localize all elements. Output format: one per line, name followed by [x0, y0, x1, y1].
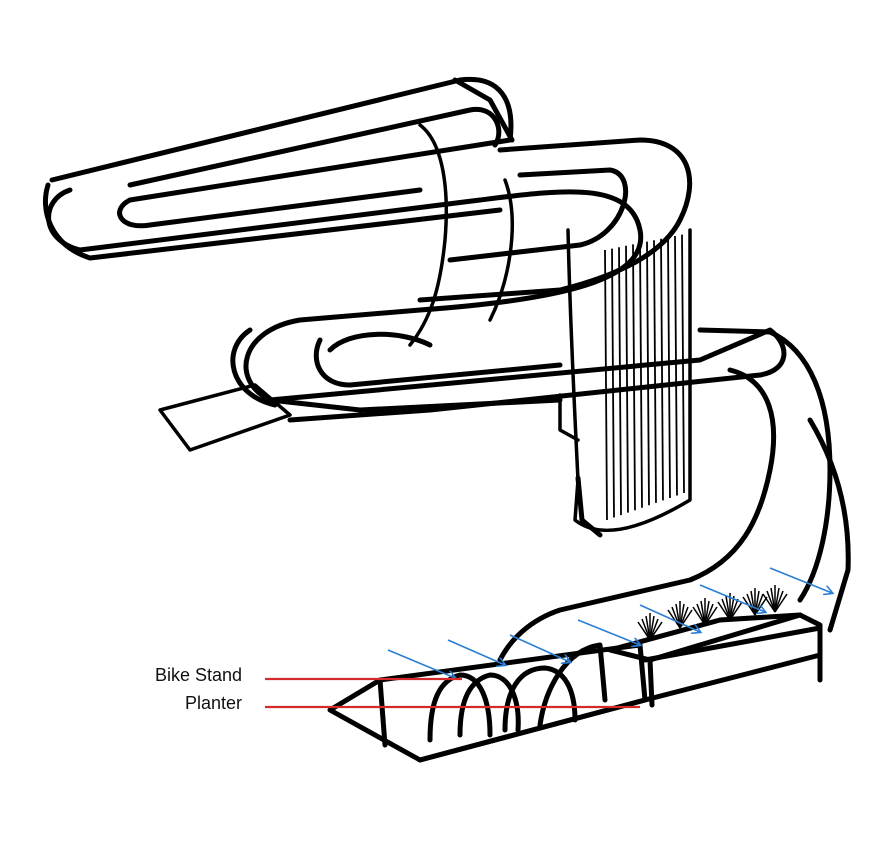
hatch-line [654, 240, 656, 503]
hatch-line [668, 237, 670, 498]
airflow-arrow [448, 640, 505, 665]
upper-serpentine-ramp [45, 79, 783, 450]
hatch-line [675, 236, 677, 496]
hatch-line [605, 250, 607, 520]
airflow-arrow [578, 620, 640, 645]
planter-label: Planter [185, 693, 242, 714]
hatch-line [619, 247, 621, 515]
bike-stand-label: Bike Stand [155, 665, 242, 686]
airflow-arrow [640, 605, 700, 632]
hatch-line [640, 243, 642, 508]
hatch-line [647, 242, 649, 506]
hatch-line [661, 239, 663, 501]
hatch-line [626, 246, 628, 513]
support-column-hatching [605, 235, 684, 520]
hatch-line [612, 249, 614, 518]
hatch-line [633, 244, 635, 510]
